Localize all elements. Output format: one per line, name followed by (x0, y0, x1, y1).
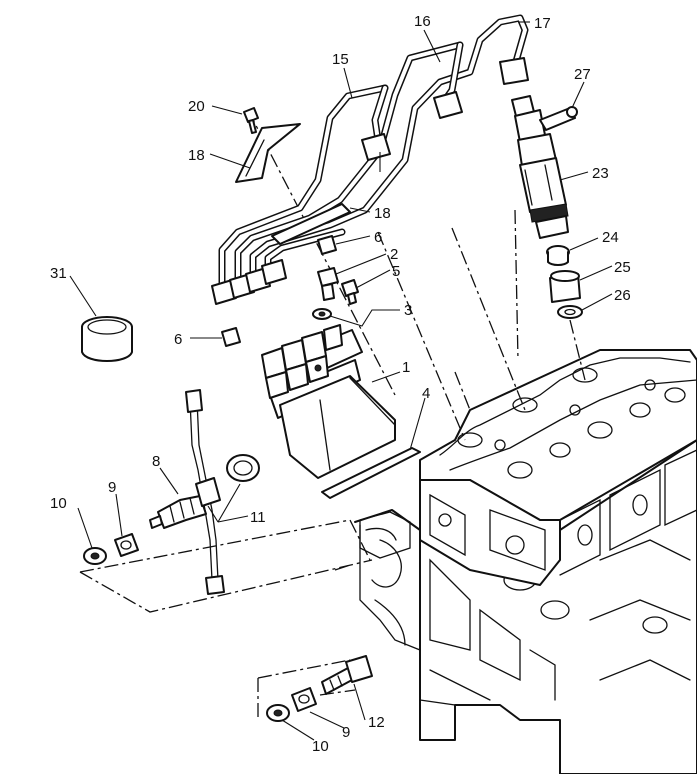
leader-lines (69, 21, 613, 741)
callout-6-lower: 6 (174, 331, 182, 348)
engine-block (354, 349, 697, 774)
callout-labels: 17 16 15 27 20 18 18 23 6 2 5 3 24 25 26… (50, 13, 631, 755)
injector-washers (546, 245, 583, 319)
nut-9-left (114, 533, 139, 557)
callout-17: 17 (534, 15, 551, 32)
callout-25: 25 (614, 259, 631, 276)
callout-24: 24 (602, 229, 619, 246)
fuel-injector (511, 95, 569, 239)
callout-2: 2 (390, 246, 398, 263)
callout-4: 4 (422, 385, 430, 402)
callout-23: 23 (592, 165, 609, 182)
callout-26: 26 (614, 287, 631, 304)
nut-6-lower (221, 327, 241, 347)
sender-unit-8 (149, 477, 221, 529)
nut-9-bottom (291, 687, 317, 712)
callout-18-upper: 18 (188, 147, 205, 164)
pipe-clamp-upper (235, 123, 301, 183)
callout-18-lower: 18 (374, 205, 391, 222)
callout-9-left: 9 (108, 479, 116, 496)
callout-1: 1 (402, 359, 410, 376)
pump-gasket (321, 447, 421, 499)
pipe-clamp-lower (271, 203, 351, 245)
callout-9-bottom: 9 (342, 724, 350, 741)
leak-off-fitting-27 (539, 106, 578, 131)
connector-11 (226, 454, 260, 482)
callout-12: 12 (368, 714, 385, 731)
callout-16: 16 (414, 13, 431, 30)
pipe-union-nuts (211, 57, 529, 305)
callout-5: 5 (392, 263, 400, 280)
plug-bolt-12 (321, 655, 373, 695)
sleeve-ring-31 (81, 316, 133, 362)
sender-harness (185, 389, 225, 595)
bleed-screw-5 (341, 279, 359, 305)
injection-pump (261, 324, 396, 479)
callout-20: 20 (188, 98, 205, 115)
washer-10-bottom (266, 704, 290, 722)
washer-3 (312, 308, 332, 320)
callout-6-upper: 6 (374, 229, 382, 246)
callout-3: 3 (404, 302, 412, 319)
callout-11: 11 (250, 509, 266, 526)
callout-27: 27 (574, 66, 591, 83)
clamp-bolt-20 (243, 107, 259, 134)
callout-8: 8 (152, 453, 160, 470)
callout-31: 31 (50, 265, 67, 282)
nut-6-upper (317, 235, 337, 255)
banjo-bolt-2 (317, 267, 339, 301)
callout-10-bottom: 10 (312, 738, 329, 755)
washer-10-left (83, 547, 107, 565)
callout-15: 15 (332, 51, 349, 68)
callout-10-left: 10 (50, 495, 67, 512)
